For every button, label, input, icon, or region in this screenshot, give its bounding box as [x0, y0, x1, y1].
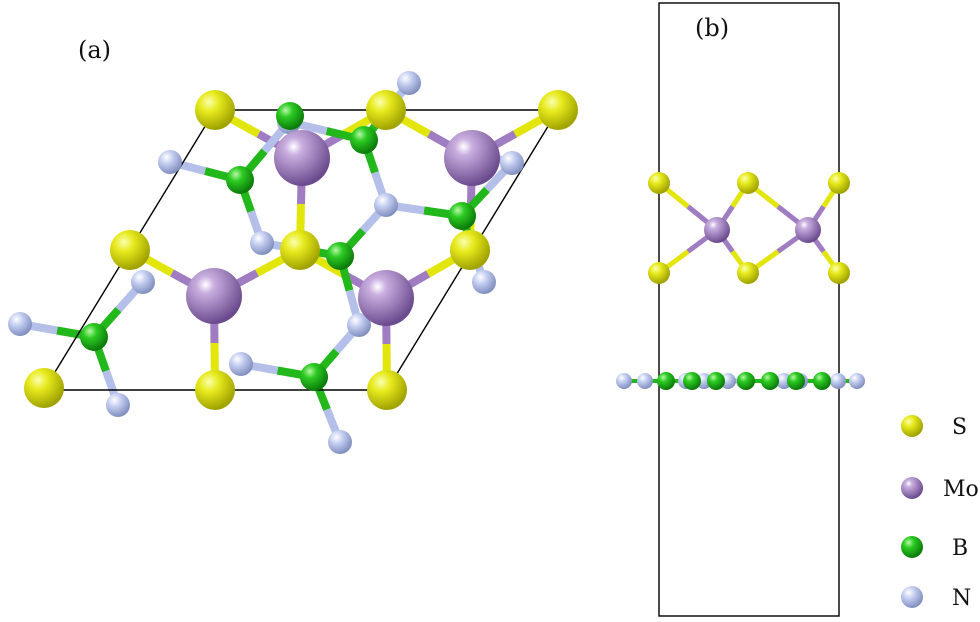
- s-atom-s2: [366, 90, 406, 130]
- side-n-atom-1: [616, 373, 632, 389]
- mo-atom-m1: [274, 130, 330, 186]
- legend-b-label: B: [952, 536, 968, 561]
- b-atom-b4: [326, 242, 354, 270]
- legend-n-label: N: [952, 586, 971, 611]
- s-atom-s1: [195, 90, 235, 130]
- b-atom-b2: [350, 126, 378, 154]
- side-s-atom-s2: [737, 172, 759, 194]
- side-b-atom-7: [813, 372, 831, 390]
- s-atom-s4: [110, 230, 150, 270]
- legend-b-atom: [901, 536, 923, 558]
- n-atom-n1: [397, 71, 421, 95]
- legend-n-atom: [901, 586, 923, 608]
- n-atom-n11: [347, 313, 371, 337]
- side-mo-atom-m1: [704, 217, 730, 243]
- n-atom-n5: [250, 231, 274, 255]
- n-atom-n7: [131, 270, 155, 294]
- legend: S Mo B N: [901, 415, 979, 611]
- panel-b-atoms: [616, 172, 865, 390]
- panel-a-label: (a): [78, 36, 111, 64]
- side-b-atom-2: [683, 372, 701, 390]
- b-atom-b5: [80, 323, 108, 351]
- s-atom-s3: [538, 90, 578, 130]
- b-atom-b1: [226, 166, 254, 194]
- side-b-atom-4: [737, 372, 755, 390]
- b-atom-b3: [448, 202, 476, 230]
- panel-b-label: (b): [695, 14, 729, 42]
- mo-atom-m3: [186, 268, 242, 324]
- n-atom-n6: [500, 151, 524, 175]
- n-atom-n9: [8, 312, 32, 336]
- legend-mo-label: Mo: [943, 477, 979, 502]
- legend-s-label: S: [952, 415, 967, 440]
- side-b-atom-3: [707, 372, 725, 390]
- b-atom-b6: [300, 363, 328, 391]
- s-atom-s8: [195, 370, 235, 410]
- n-atom-n10: [229, 352, 253, 376]
- legend-s-atom: [901, 415, 923, 437]
- mo-atom-m4: [358, 270, 414, 326]
- s-atom-s6: [450, 230, 490, 270]
- legend-mo-atom: [901, 477, 923, 499]
- b-atom-b7: [276, 102, 304, 130]
- s-atom-s5: [280, 230, 320, 270]
- s-atom-s7: [24, 368, 64, 408]
- n-atom-n8: [472, 270, 496, 294]
- side-s-atom-s1: [648, 172, 670, 194]
- side-b-atom-5: [761, 372, 779, 390]
- s-atom-s9: [367, 370, 407, 410]
- n-atom-n13: [328, 430, 352, 454]
- side-s-atom-s6: [828, 262, 850, 284]
- panel-a-top-view: (a): [8, 36, 578, 454]
- side-s-atom-s5: [737, 262, 759, 284]
- side-mo-atom-m2: [795, 217, 821, 243]
- panel-b-unit-cell: [658, 2, 840, 617]
- side-n-atom-10: [849, 373, 865, 389]
- mo-atom-m2: [444, 130, 500, 186]
- side-n-atom-2: [637, 373, 653, 389]
- side-b-atom-6: [787, 372, 805, 390]
- n-atom-n12: [106, 393, 130, 417]
- panel-b-side-view: (b): [616, 2, 865, 617]
- side-s-atom-s3: [828, 172, 850, 194]
- side-s-atom-s4: [648, 262, 670, 284]
- side-b-atom-1: [657, 372, 675, 390]
- side-n-atom-9: [830, 373, 846, 389]
- panel-a-atoms: [8, 71, 578, 454]
- n-atom-n4: [374, 193, 398, 217]
- n-atom-n2: [158, 150, 182, 174]
